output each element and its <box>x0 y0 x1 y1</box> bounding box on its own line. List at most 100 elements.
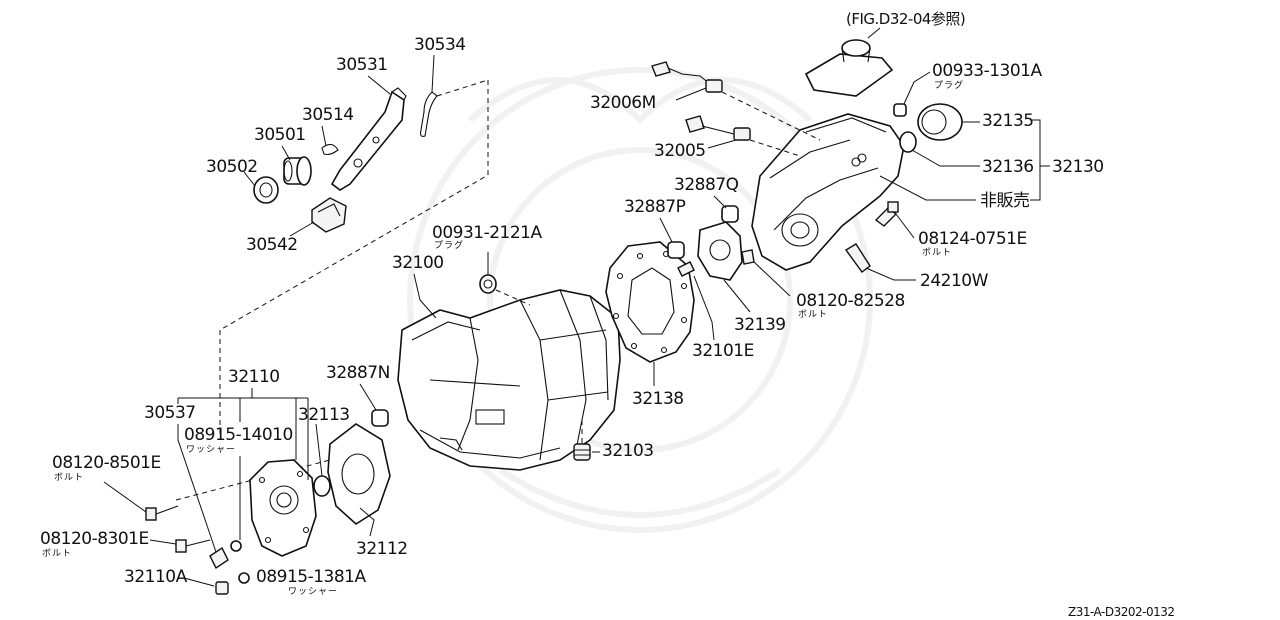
part-08915-14010-washer[interactable] <box>230 540 242 552</box>
leader-24210W <box>865 267 916 281</box>
part-30537-pin[interactable] <box>209 546 229 570</box>
label-30501: 30501 <box>254 125 306 145</box>
label-08915-1381A: 08915-1381A <box>256 567 366 587</box>
part-30502-bearing-sleeve[interactable] <box>253 176 279 204</box>
leader-30514 <box>321 125 327 147</box>
label-30514: 30514 <box>302 105 354 125</box>
part-30514-retainer-spring[interactable] <box>321 143 339 156</box>
leader-32113 <box>315 423 323 477</box>
label-08120-82528: 08120-82528 <box>796 291 905 311</box>
part-32887P-bushing[interactable] <box>667 241 685 259</box>
part-32113-oil-seal[interactable] <box>313 475 331 497</box>
part-32005-switch[interactable] <box>685 115 751 141</box>
label-32103: 32103 <box>602 441 654 461</box>
leader-32136 <box>911 149 980 167</box>
leader-not-for-sale <box>879 175 976 201</box>
part-32135-bushing[interactable] <box>917 103 963 141</box>
part-30501-release-bearing[interactable] <box>283 156 312 186</box>
label-08124-sub: ボルト <box>922 247 952 258</box>
label-30537: 30537 <box>144 403 196 423</box>
leader-32112 <box>359 507 375 537</box>
part-08120-8301E-bolt[interactable] <box>175 539 211 553</box>
label-32006M: 32006M <box>590 93 656 113</box>
part-32138-adapter-plate[interactable] <box>605 241 695 363</box>
part-08124-bolt[interactable] <box>874 201 899 227</box>
label-32887N: 32887N <box>326 363 390 383</box>
leader-30534 <box>431 54 435 93</box>
label-30542: 30542 <box>246 235 298 255</box>
assembly-line-32006M <box>721 91 821 141</box>
part-32136-oil-seal[interactable] <box>899 131 917 153</box>
leader-32005 <box>707 139 737 149</box>
label-30502: 30502 <box>206 157 258 177</box>
leader-32110A <box>183 577 215 587</box>
leader-32887Q <box>713 195 727 209</box>
leader-32101E <box>693 275 715 341</box>
leader-08120-8301E <box>149 539 177 545</box>
label-00933-sub: プラグ <box>934 79 964 91</box>
part-32112-gasket[interactable] <box>327 423 391 526</box>
part-32139-gasket[interactable] <box>697 221 743 281</box>
bracket-32130 <box>1030 119 1041 201</box>
leader-30501 <box>281 145 291 161</box>
part-00931-plug[interactable] <box>479 274 497 294</box>
part-32110-front-cover[interactable] <box>249 459 317 557</box>
label-00931: 00931-2121A <box>432 223 542 243</box>
assembly-line-00931 <box>495 289 531 306</box>
label-32101E: 32101E <box>692 341 754 361</box>
part-00933-plug[interactable] <box>893 103 907 117</box>
label-not-for-sale: 非販売 <box>980 191 1030 211</box>
part-08120-8501E-bolt[interactable] <box>145 505 179 521</box>
part-32006M-switch[interactable] <box>651 61 723 93</box>
label-00933: 00933-1301A <box>932 61 1042 81</box>
label-30531: 30531 <box>336 55 388 75</box>
label-08915-1381A-sub: ワッシャー <box>288 587 338 597</box>
label-32005: 32005 <box>654 141 706 161</box>
label-08915-14010-sub: ワッシャー <box>186 445 236 455</box>
part-reference-cover[interactable] <box>804 39 894 97</box>
label-08120-8501E-sub: ボルト <box>54 472 84 483</box>
label-32113: 32113 <box>298 405 350 425</box>
label-32112: 32112 <box>356 539 408 559</box>
part-30531-release-fork[interactable] <box>330 87 407 191</box>
leader-08120-8501E <box>103 481 147 513</box>
label-32887Q: 32887Q <box>674 175 739 195</box>
label-00931-sub: プラグ <box>434 239 464 251</box>
leader-reference-note <box>867 27 881 39</box>
leader-30502 <box>243 171 256 187</box>
part-32101E-dowel-pin[interactable] <box>677 261 695 277</box>
label-32110: 32110 <box>228 367 280 387</box>
label-08120-8501E: 08120-8501E <box>52 453 161 473</box>
part-24210W-clip[interactable] <box>844 243 871 273</box>
leader-32887P <box>659 217 673 243</box>
leader-30542 <box>289 221 315 237</box>
label-32110A: 32110A <box>124 567 188 587</box>
part-32100-clutch-housing[interactable] <box>397 289 621 471</box>
leader-32006M <box>675 87 707 101</box>
diagram-code: Z31-A-D3202-0132 <box>1068 605 1174 619</box>
label-08120-8301E: 08120-8301E <box>40 529 149 549</box>
part-30534-spring-clip[interactable] <box>419 91 438 137</box>
part-32887N-bushing[interactable] <box>371 409 389 427</box>
part-32103-breather[interactable] <box>573 443 591 461</box>
part-32887Q-bushing[interactable] <box>721 205 739 223</box>
label-08120-8301E-sub: ボルト <box>42 548 72 559</box>
part-08915-1381A-washer[interactable] <box>238 572 250 584</box>
label-32138: 32138 <box>632 389 684 409</box>
part-30542-boot[interactable] <box>311 197 347 233</box>
part-32130-rear-extension[interactable] <box>751 113 905 271</box>
label-08120-82528-sub: ボルト <box>798 309 828 320</box>
part-08120-82528-bolt[interactable] <box>741 249 755 265</box>
label-32130: 32130 <box>1052 157 1104 177</box>
label-32100: 32100 <box>392 253 444 273</box>
leader-08124 <box>895 213 915 239</box>
leader-32139 <box>723 279 751 313</box>
label-32135: 32135 <box>982 111 1034 131</box>
watermark-emblem <box>407 67 873 533</box>
assembly-line-upper <box>219 80 489 331</box>
part-32110A-plug[interactable] <box>215 581 229 595</box>
leader-30537 <box>177 424 217 553</box>
reference-note: (FIG.D32-04参照) <box>846 10 965 28</box>
label-32136: 32136 <box>982 157 1034 177</box>
